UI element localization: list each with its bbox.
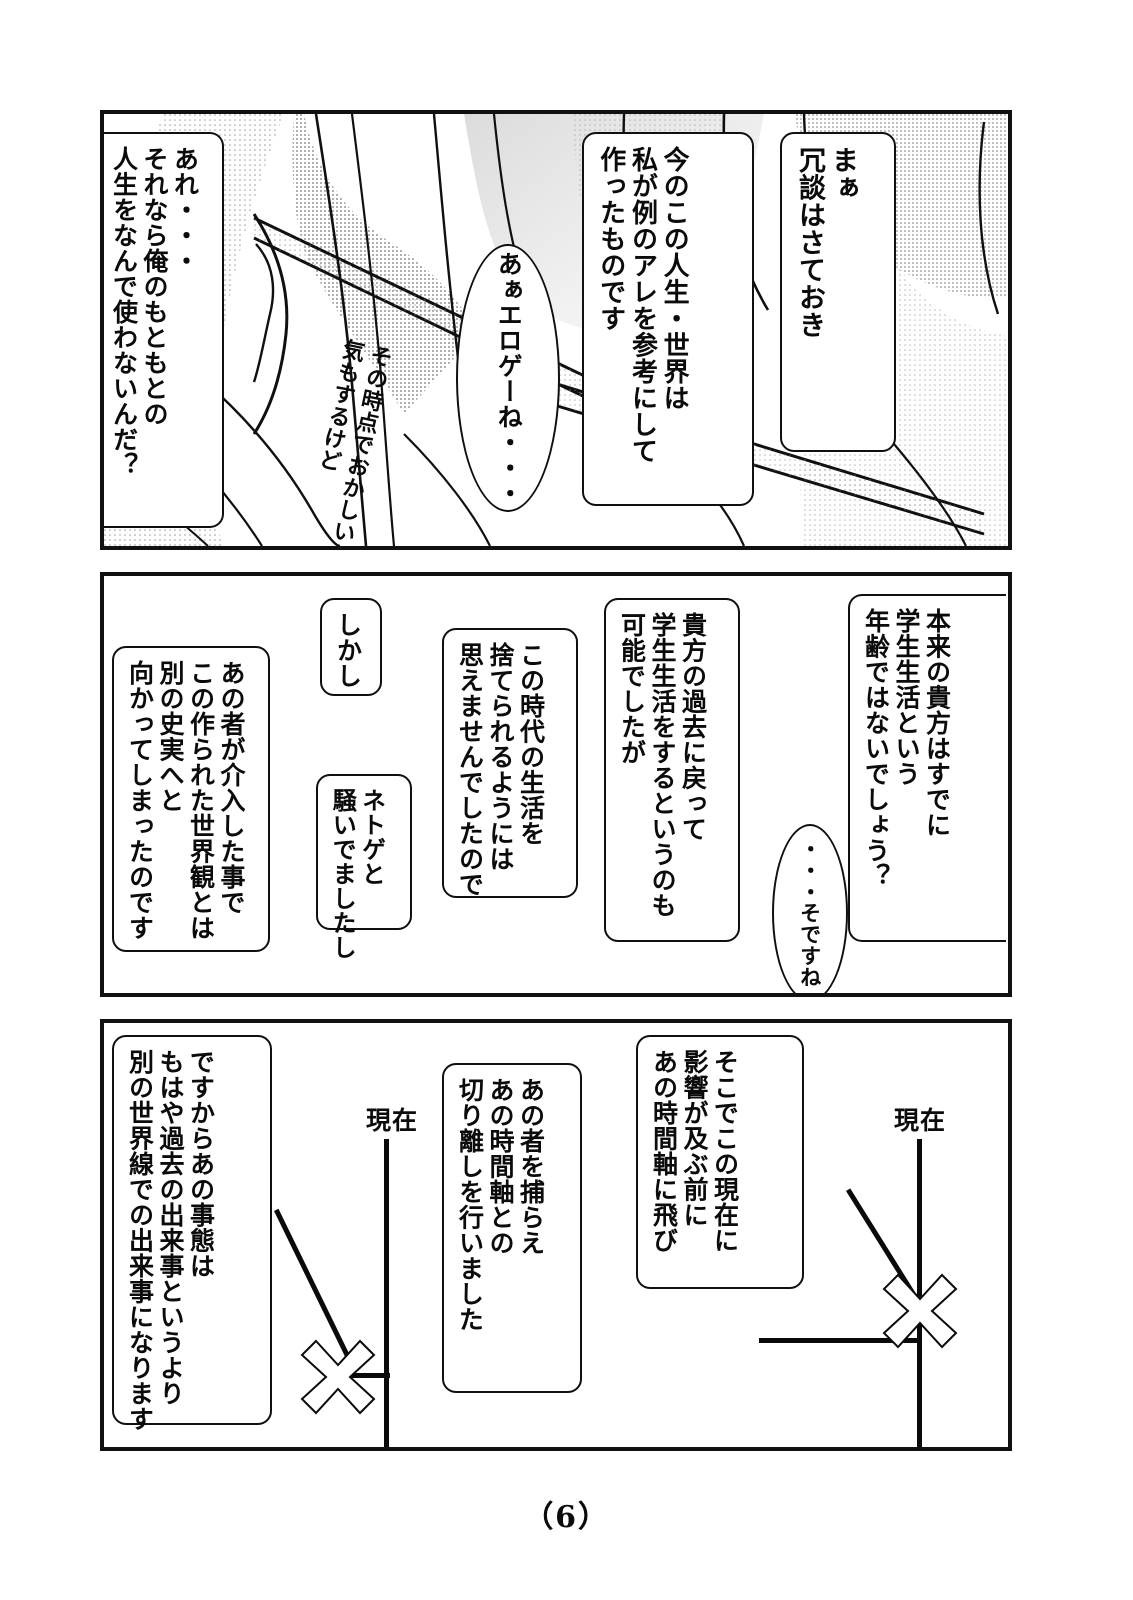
speech-balloon: ネトゲと 騒いでましたし [316,774,412,960]
balloon-text: 今のこの人生・世界は 私が例のアレを参考にして 作ったものです [595,146,690,465]
speech-balloon: ですからあの事態は もはや過去の出来事というより 別の世界線での出来事になります [112,1035,272,1432]
comic-panel-3: 現在 現在 そこでこの現在に 影響が及ぶ前に あの時間軸に飛び あの者を捕らえ … [100,1019,1012,1451]
balloon-text: そこでこの現在に 影響が及ぶ前に あの時間軸に飛び [649,1049,740,1253]
balloon-text: あの者が介入した事で この作られた世界観とは 別の史実へと 向かってしまったので… [125,660,247,941]
speech-balloon: 今のこの人生・世界は 私が例のアレを参考にして 作ったものです [582,132,754,506]
timeline-left-present-axis [384,1139,389,1447]
page-number: （6） [523,1500,610,1535]
speech-balloon: 貴方の過去に戻って 学生生活をするというのも 可能でしたが [604,598,740,942]
balloon-text: まぁ 冗談はさておき [793,146,858,339]
balloon-text: ネトゲと 騒いでましたし [328,788,387,960]
timeline-right-label: 現在 [893,1106,946,1135]
speech-balloon-oval: ・・・そですね [772,824,848,993]
balloon-text: あぁエロゲーね・・・ [494,250,524,506]
speech-balloon: この時代の生活を 捨てられるようには 思えませんでしたので [442,628,578,898]
speech-balloon: しかし [320,598,382,696]
comic-panel-1: まぁ 冗談はさておき 今のこの人生・世界は 私が例のアレを参考にして 作ったもの… [100,110,1012,550]
balloon-text: 本来の貴方はすでに 学生生活という 年齢ではないでしょう？ [861,608,952,889]
speech-balloon: 本来の貴方はすでに 学生生活という 年齢ではないでしょう？ [848,594,1006,942]
speech-balloon: あれ・・・ それなら俺のもともとの 人生をなんで使わないんだ？ [104,132,224,528]
balloon-text: しかし [333,612,363,689]
balloon-text: あれ・・・ それなら俺のもともとの 人生をなんで使わないんだ？ [109,146,200,478]
timeline-right-branch-horizontal [759,1338,920,1343]
timeline-right-x-mark [882,1273,958,1349]
balloon-text: あの者を捕らえ あの時間軸との 切り離しを行いました [455,1077,546,1332]
speech-balloon: そこでこの現在に 影響が及ぶ前に あの時間軸に飛び [636,1035,804,1289]
speech-balloon: あの者が介入した事で この作られた世界観とは 別の史実へと 向かってしまったので… [112,646,270,952]
balloon-text: 貴方の過去に戻って 学生生活をするというのも 可能でしたが [617,612,708,918]
comic-panel-2: 本来の貴方はすでに 学生生活という 年齢ではないでしょう？ ・・・そですね 貴方… [100,572,1012,997]
balloon-text: ・・・そですね [797,838,823,988]
balloon-text: ですからあの事態は もはや過去の出来事というより 別の世界線での出来事になります [125,1049,216,1432]
balloon-text: この時代の生活を 捨てられるようには 思えませんでしたので [455,642,546,897]
speech-balloon: あの者を捕らえ あの時間軸との 切り離しを行いました [442,1063,582,1393]
timeline-left-x-mark [300,1339,376,1415]
speech-balloon: まぁ 冗談はさておき [780,132,896,452]
timeline-left-branch-horizontal [344,1373,390,1378]
speech-balloon-oval: あぁエロゲーね・・・ [456,244,560,512]
timeline-left-label: 現在 [366,1106,419,1135]
timeline-right-present-axis [917,1139,922,1447]
